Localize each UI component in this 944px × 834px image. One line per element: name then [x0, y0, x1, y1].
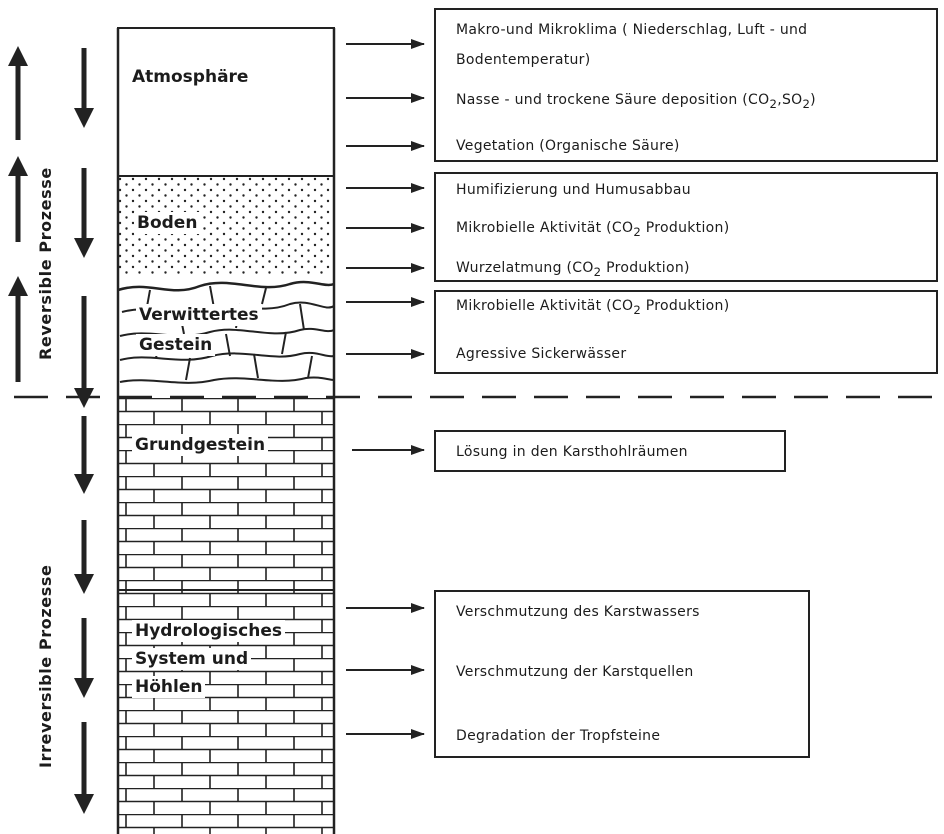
- process-box-atmosphere: Makro-und Mikroklima ( Niederschlag, Luf…: [434, 8, 938, 162]
- up-arrow-atmosphere: [8, 46, 28, 140]
- label-system-und: System und: [132, 648, 252, 670]
- down-arrow-3: [74, 296, 94, 408]
- process-box-soil: Humifizierung und Humusabbau Mikrobielle…: [434, 172, 938, 282]
- side-label-irreversible: Irreversible Prozesse: [36, 564, 55, 768]
- text-tropfsteine: Degradation der Tropfsteine: [456, 728, 661, 744]
- down-arrow-1: [74, 48, 94, 128]
- label-grundgestein: Grundgestein: [132, 434, 269, 456]
- label-atmosphaere: Atmosphäre: [132, 67, 249, 87]
- process-box-hydrology: Verschmutzung des Karstwassers Verschmut…: [434, 590, 810, 758]
- down-arrow-2: [74, 168, 94, 258]
- down-arrow-5: [74, 520, 94, 594]
- down-arrow-7: [74, 722, 94, 814]
- process-box-bedrock: Lösung in den Karsthohlräumen: [434, 430, 786, 472]
- side-label-reversible: Reversible Prozesse: [36, 167, 55, 360]
- stratigraphic-column: [116, 27, 336, 834]
- text-karstquellen: Verschmutzung der Karstquellen: [456, 664, 694, 680]
- label-hoehlen: Höhlen: [132, 676, 206, 698]
- bedrock-layer: [118, 398, 334, 834]
- up-arrow-soil: [8, 156, 28, 242]
- down-arrow-4: [74, 416, 94, 494]
- label-gestein: Gestein: [136, 334, 216, 356]
- label-boden: Boden: [134, 212, 201, 234]
- up-arrow-weathered: [8, 276, 28, 382]
- atmosphere-layer: [117, 27, 335, 177]
- left-process-arrows: [8, 46, 94, 814]
- label-hydrologisches: Hydrologisches: [132, 620, 285, 642]
- process-arrows: [346, 39, 425, 739]
- text-mikrobielle-boden: Mikrobielle Aktivität (CO2 Produktion): [456, 220, 730, 239]
- text-klima-line1: Makro-und Mikroklima ( Niederschlag, Luf…: [456, 22, 808, 38]
- text-vegetation: Vegetation (Organische Säure): [456, 138, 680, 154]
- text-loesung: Lösung in den Karsthohlräumen: [456, 444, 688, 460]
- process-box-weathered-rock: Mikrobielle Aktivität (CO2 Produktion) A…: [434, 290, 938, 374]
- label-verwittertes: Verwittertes: [136, 304, 262, 326]
- down-arrow-6: [74, 618, 94, 698]
- text-mikrobielle-gestein: Mikrobielle Aktivität (CO2 Produktion): [456, 298, 730, 317]
- text-karstwasser: Verschmutzung des Karstwassers: [456, 604, 700, 620]
- text-wurzelatmung: Wurzelatmung (CO2 Produktion): [456, 260, 690, 279]
- text-sickerwaesser: Agressive Sickerwässer: [456, 346, 627, 362]
- text-klima-line2: Bodentemperatur): [456, 52, 591, 68]
- text-humifizierung: Humifizierung und Humusabbau: [456, 182, 691, 198]
- text-saeure-deposition: Nasse - und trockene Säure deposition (C…: [456, 92, 816, 111]
